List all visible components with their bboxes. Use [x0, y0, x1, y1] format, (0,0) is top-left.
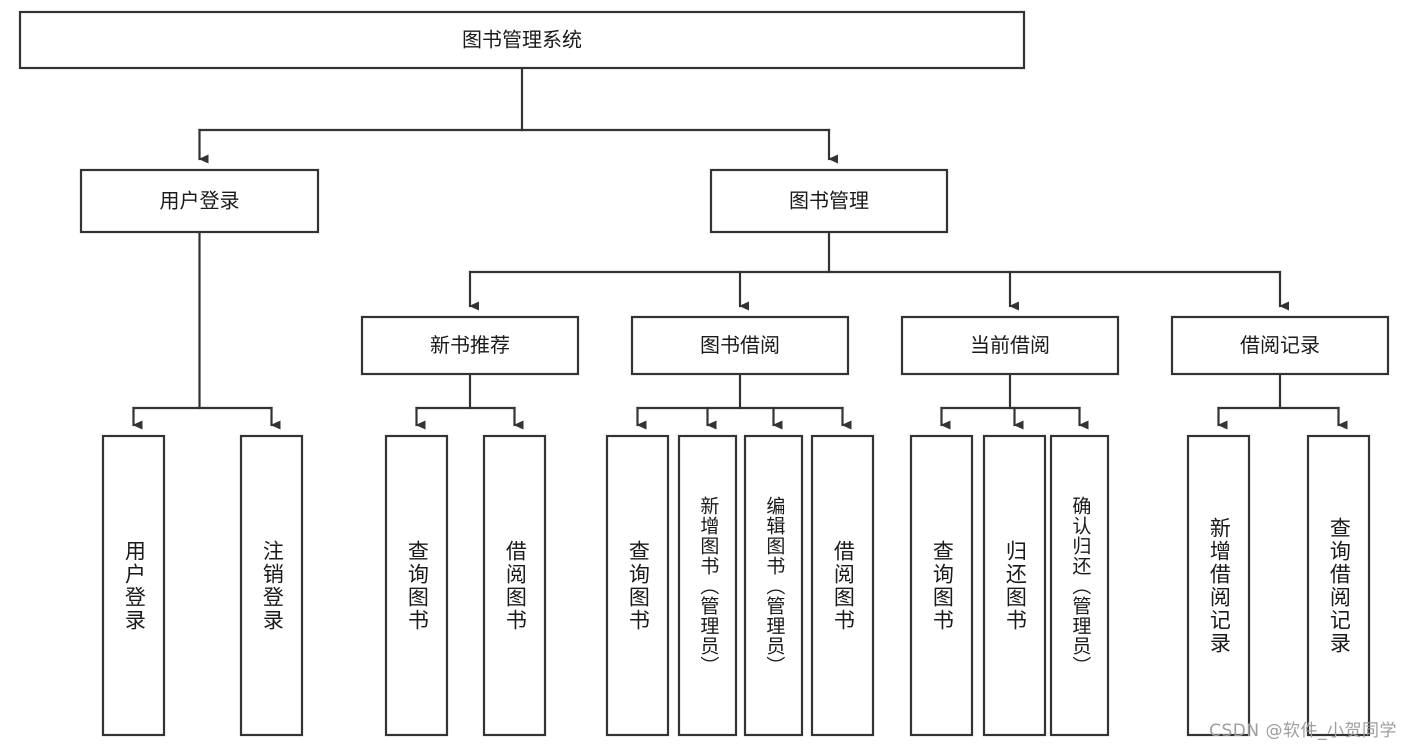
node-box[interactable] — [909, 434, 974, 737]
node-leaf_12[interactable] — [1306, 434, 1371, 737]
node-box[interactable] — [1306, 434, 1371, 737]
node-box[interactable] — [1049, 434, 1110, 737]
node-box[interactable] — [605, 434, 670, 737]
node-leaf_1[interactable] — [239, 434, 304, 737]
node-label: 图书管理 — [789, 189, 869, 213]
node-l3_3[interactable]: 借阅记录 — [1170, 315, 1390, 376]
node-leaf_2[interactable] — [384, 434, 449, 737]
node-box[interactable] — [677, 434, 738, 737]
node-label: 图书借阅 — [700, 333, 780, 357]
node-leaf_3[interactable] — [482, 434, 547, 737]
node-box[interactable] — [900, 315, 1120, 376]
node-box[interactable] — [360, 315, 580, 376]
node-l3_0[interactable]: 新书推荐 — [360, 315, 580, 376]
node-box[interactable] — [1186, 434, 1251, 737]
node-l2_1[interactable]: 图书管理 — [709, 168, 949, 234]
node-box[interactable] — [384, 434, 449, 737]
node-l3_2[interactable]: 当前借阅 — [900, 315, 1120, 376]
node-label: 新书推荐 — [430, 333, 510, 357]
node-leaf_8[interactable] — [909, 434, 974, 737]
node-box[interactable] — [239, 434, 304, 737]
node-box[interactable] — [743, 434, 804, 737]
node-box[interactable] — [709, 168, 949, 234]
edges-layer — [132, 66, 1348, 430]
node-leaf_9[interactable] — [982, 434, 1047, 737]
node-leaf_6[interactable] — [743, 434, 804, 737]
node-label: 图书管理系统 — [462, 28, 582, 52]
node-root[interactable]: 图书管理系统 — [18, 10, 1026, 70]
node-l2_0[interactable]: 用户登录 — [79, 168, 320, 234]
node-box[interactable] — [1170, 315, 1390, 376]
node-leaf_0[interactable] — [101, 434, 166, 737]
node-box[interactable] — [101, 434, 166, 737]
node-box[interactable] — [810, 434, 875, 737]
node-leaf_7[interactable] — [810, 434, 875, 737]
node-label: 用户登录 — [160, 189, 240, 213]
node-box[interactable] — [18, 10, 1026, 70]
node-box[interactable] — [482, 434, 547, 737]
node-leaf_10[interactable] — [1049, 434, 1110, 737]
node-leaf_4[interactable] — [605, 434, 670, 737]
node-label: 借阅记录 — [1240, 333, 1320, 357]
watermark-text: CSDN @软件_小贺同学 — [1209, 721, 1397, 741]
node-leaf_5[interactable] — [677, 434, 738, 737]
node-leaf_11[interactable] — [1186, 434, 1251, 737]
node-label: 当前借阅 — [970, 333, 1050, 357]
node-box[interactable] — [630, 315, 850, 376]
node-box[interactable] — [982, 434, 1047, 737]
node-l3_1[interactable]: 图书借阅 — [630, 315, 850, 376]
node-box[interactable] — [79, 168, 320, 234]
